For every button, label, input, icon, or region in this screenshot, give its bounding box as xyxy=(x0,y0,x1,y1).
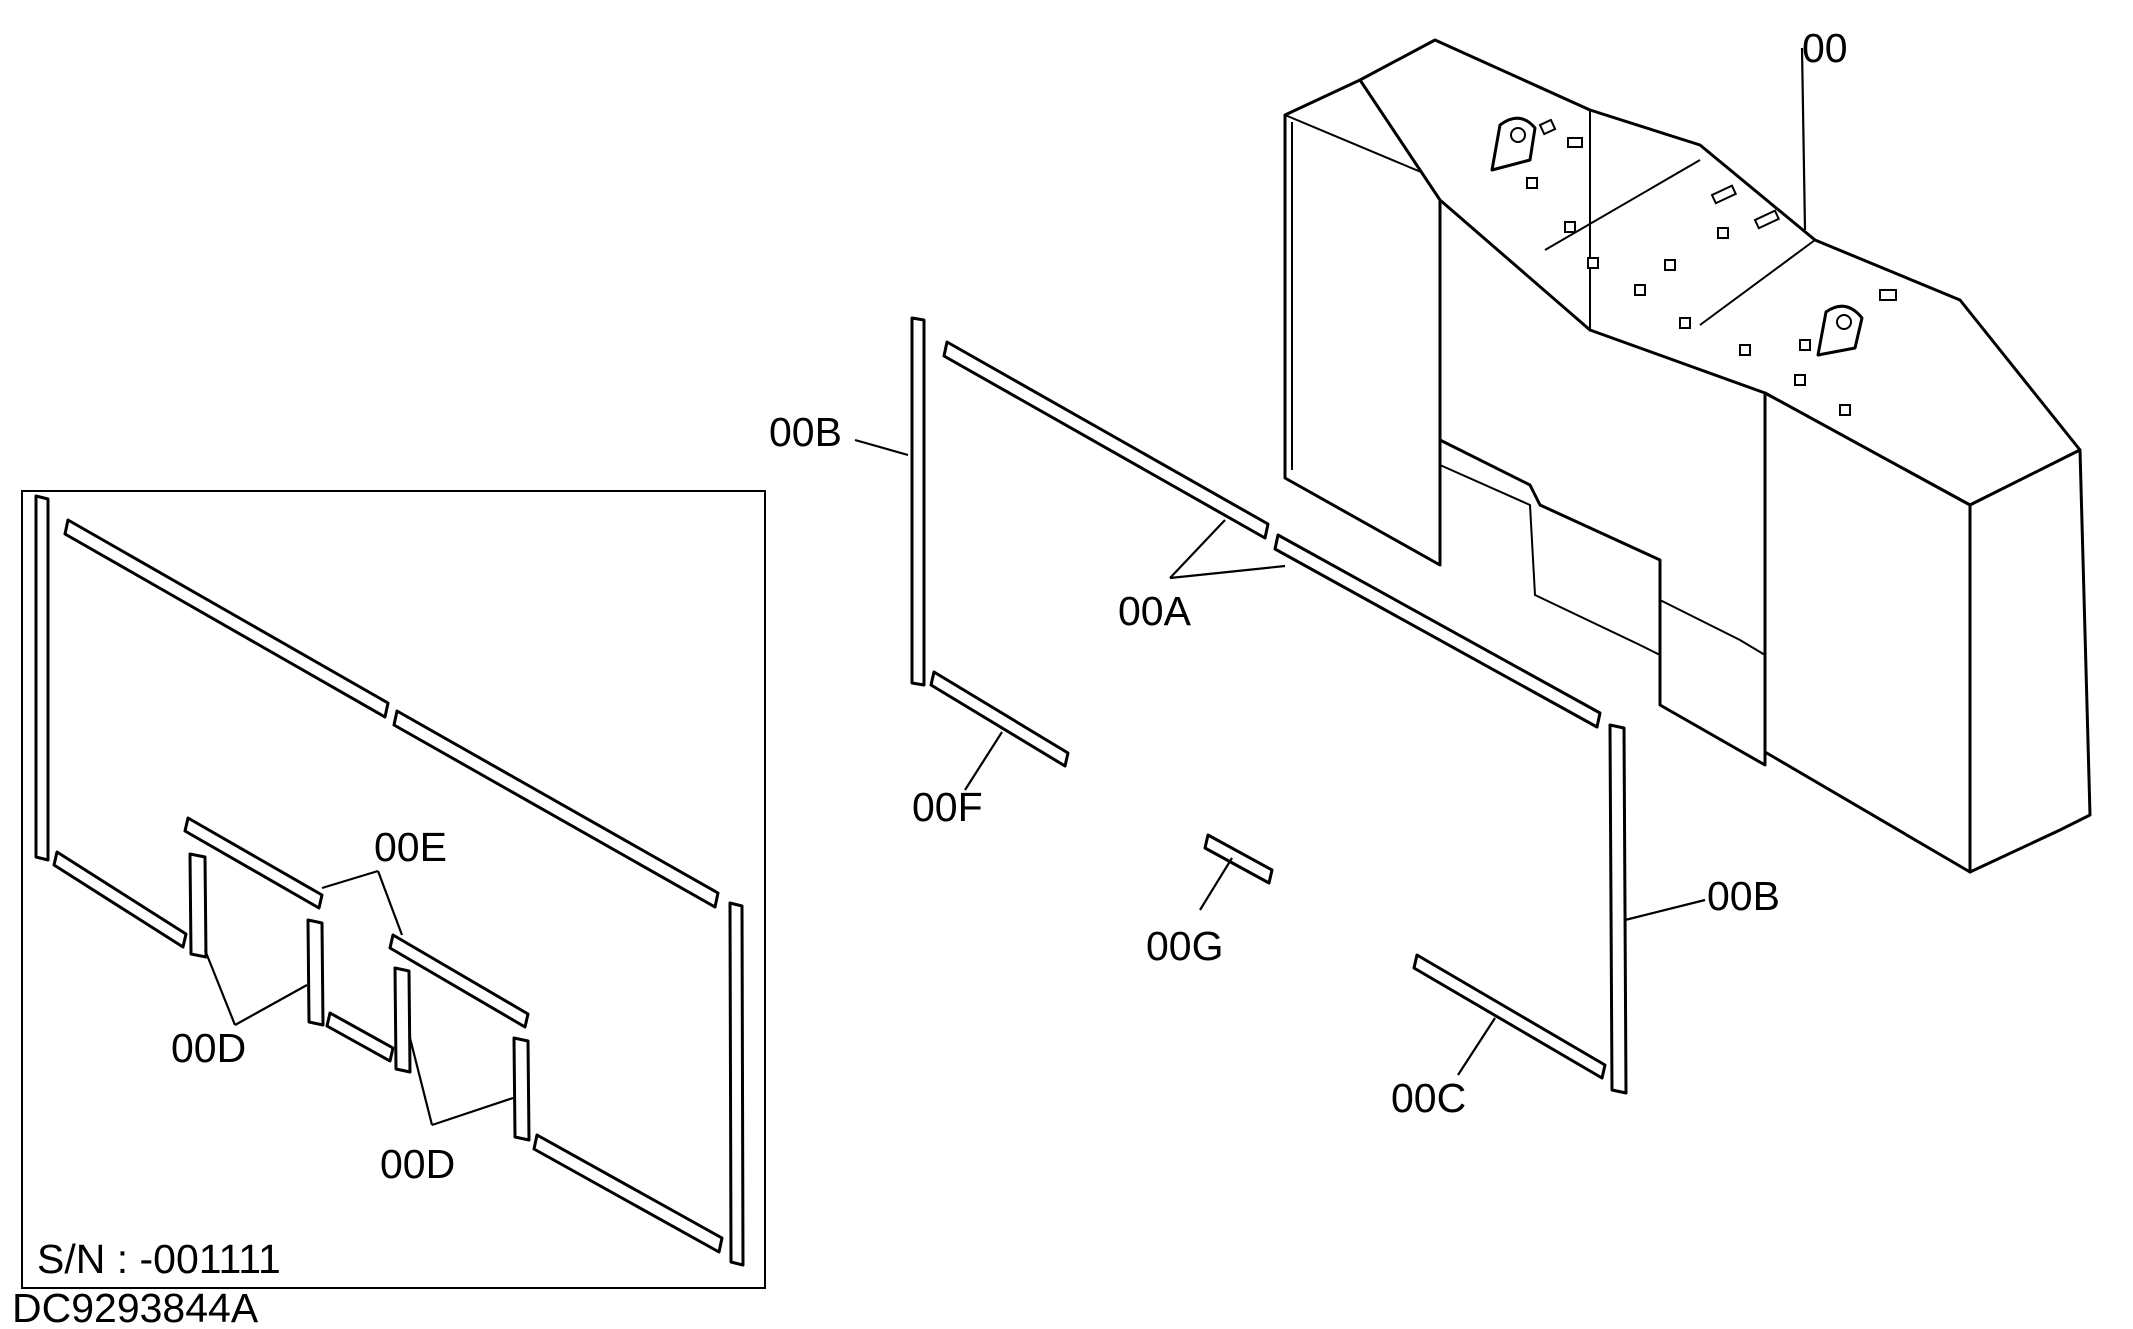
strip-g-part xyxy=(1203,833,1274,885)
drawing-number: DC9293844A xyxy=(12,1285,259,1329)
strip-b-right-part xyxy=(1608,723,1628,1095)
strip-b-left-part xyxy=(910,316,926,687)
serial-number-range: S/N : -001111 xyxy=(37,1236,281,1282)
lifting-eye-left xyxy=(1490,116,1537,172)
callout-00e: 00E xyxy=(374,824,447,870)
lifting-eye-right xyxy=(1816,304,1864,357)
top-lugs xyxy=(1526,118,1897,416)
callout-labels: 00 00B 00A 00F 00G 00B 00C 00E 00D 00D xyxy=(171,25,1848,1187)
counterweight-assembly xyxy=(1283,38,2092,874)
callout-00c: 00C xyxy=(1391,1075,1466,1121)
strips-inset xyxy=(34,494,745,1267)
strip-f-part xyxy=(929,670,1070,768)
callout-00a: 00A xyxy=(1118,588,1192,634)
callout-00d-upper: 00D xyxy=(171,1025,246,1071)
callout-00f: 00F xyxy=(912,784,983,830)
strip-a-upper-part xyxy=(942,340,1270,540)
strip-a-lower-part xyxy=(1273,533,1602,729)
callout-00b-left: 00B xyxy=(769,409,842,455)
strip-c-part xyxy=(1412,953,1607,1080)
inset-frame xyxy=(21,490,766,1289)
strips-main xyxy=(910,316,1628,1095)
leader-lines xyxy=(203,47,1807,1127)
callout-00b-right: 00B xyxy=(1707,873,1780,919)
callout-00d-lower: 00D xyxy=(380,1141,455,1187)
callout-00g: 00G xyxy=(1146,923,1224,969)
callout-00: 00 xyxy=(1802,25,1848,71)
